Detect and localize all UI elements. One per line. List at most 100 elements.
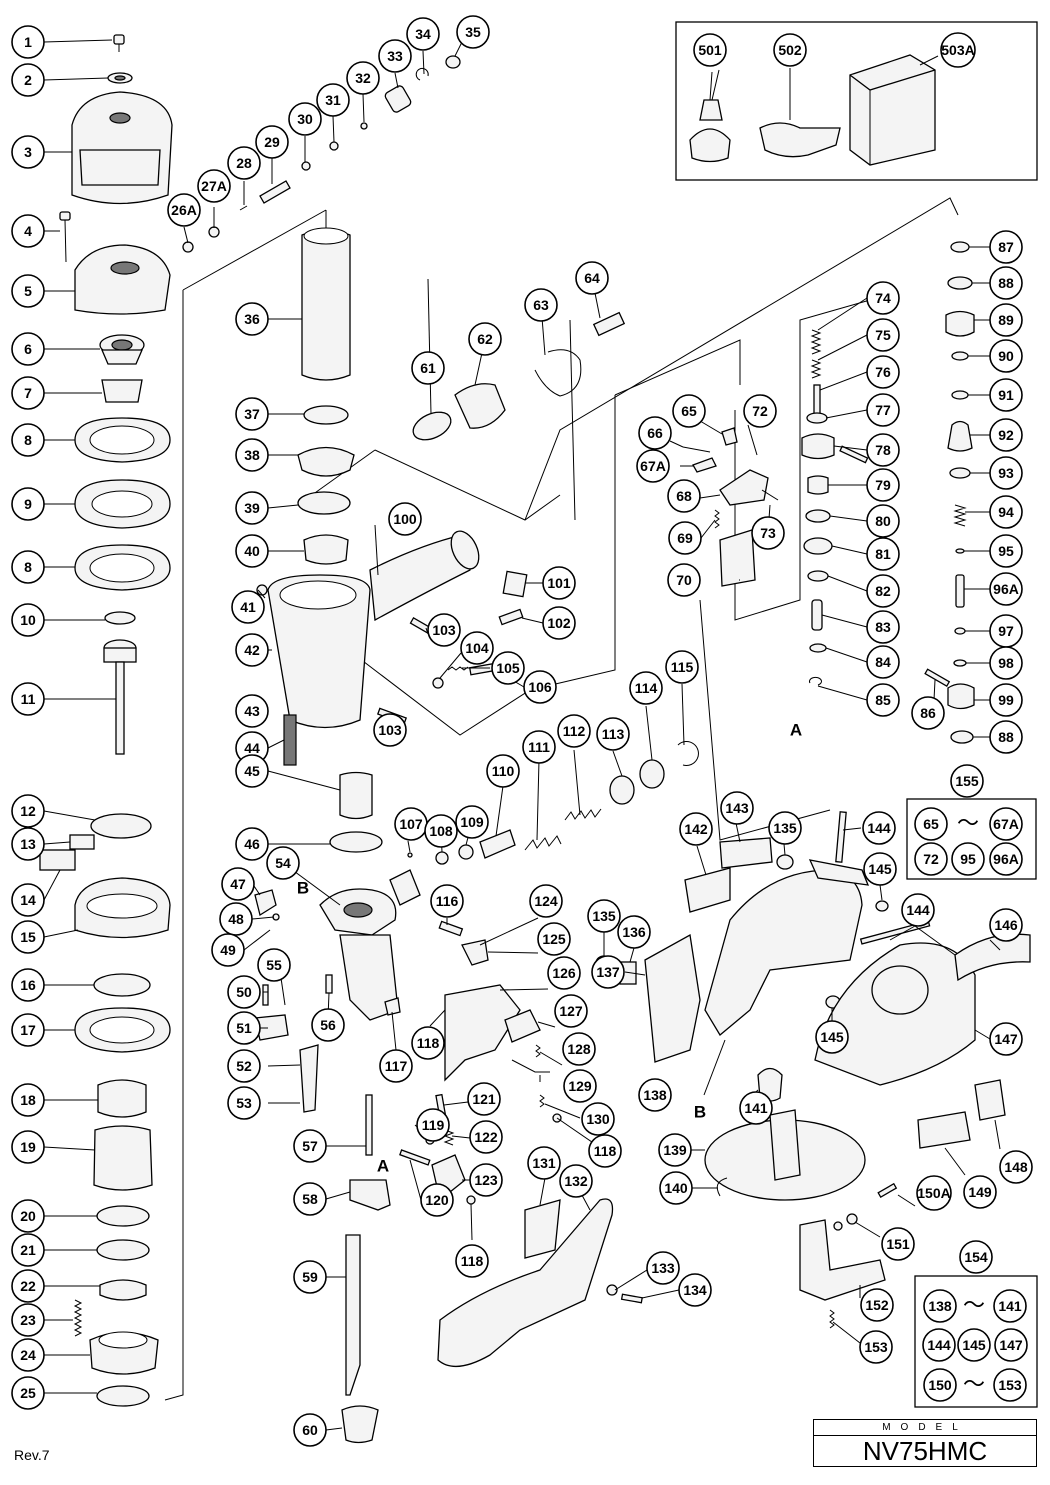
part-callout: 60	[293, 1413, 327, 1447]
part-callout: 115	[665, 650, 699, 684]
part-callout-number: 38	[244, 447, 260, 463]
svg-text:147: 147	[999, 1337, 1023, 1353]
part-callout: 58	[293, 1182, 327, 1216]
part-callout-number: 89	[998, 312, 1014, 328]
part-callout-number: 131	[532, 1155, 556, 1171]
part-callout-number: 88	[998, 729, 1014, 745]
part-callout-number: 53	[236, 1095, 252, 1111]
part-callout: 43	[235, 694, 269, 728]
part-callout: 111	[522, 730, 556, 764]
part-callout-number: 137	[596, 964, 620, 980]
part-callout: 114	[629, 671, 663, 705]
part-callout-number: 91	[998, 387, 1014, 403]
part-callout-number: 87	[998, 239, 1014, 255]
part-callout: 87	[989, 230, 1023, 264]
part-callout: 106	[523, 670, 557, 704]
part-callout-number: 92	[998, 427, 1014, 443]
part-callout-number: 123	[474, 1172, 498, 1188]
part-callout: 79	[866, 468, 900, 502]
part-callout: 53	[227, 1086, 261, 1120]
part-callout: 16	[11, 968, 45, 1002]
part-callout: 3	[11, 135, 45, 169]
part-callout: 94	[989, 495, 1023, 529]
part-callout-number: 81	[875, 546, 891, 562]
part-callout: 51	[227, 1011, 261, 1045]
part-callout: 86	[911, 696, 945, 730]
group-154-box	[914, 1275, 1038, 1408]
part-callout: 502	[773, 33, 807, 67]
part-callout-number: 10	[20, 612, 36, 628]
part-callout-number: 100	[393, 511, 417, 527]
part-callout: 23	[11, 1303, 45, 1337]
part-callout-number: 119	[422, 1117, 445, 1133]
part-callout: 84	[866, 645, 900, 679]
part-callout-number: 142	[684, 821, 708, 837]
part-callout: 66	[638, 416, 672, 450]
part-callout: 29	[255, 125, 289, 159]
part-callout: 20	[11, 1199, 45, 1233]
part-callout: 14	[11, 883, 45, 917]
part-callout: 28	[227, 146, 261, 180]
part-callout: 95	[989, 534, 1023, 568]
part-callout: 135	[768, 811, 802, 845]
part-callout: 150A	[916, 1175, 952, 1211]
part-callout: 121	[467, 1082, 501, 1116]
part-callout: 109	[455, 805, 489, 839]
part-callout: 26A	[167, 193, 201, 227]
part-callout-number: 145	[820, 1029, 844, 1045]
part-callout: 132	[559, 1164, 593, 1198]
part-callout-number: 3	[24, 144, 32, 160]
part-callout-number: 74	[875, 290, 891, 306]
part-callout: 136	[617, 915, 651, 949]
part-callout: 74	[866, 281, 900, 315]
part-callout: 147	[989, 1022, 1023, 1056]
part-callout: 61	[411, 351, 445, 385]
part-callout-number: 5	[24, 283, 32, 299]
part-callout: 85	[866, 683, 900, 717]
part-callout: 73	[751, 516, 785, 550]
part-callout: 90	[989, 339, 1023, 373]
part-callout-number: 503A	[941, 42, 974, 58]
svg-text:138: 138	[928, 1298, 952, 1314]
part-callout-number: 52	[236, 1058, 252, 1074]
part-callout: 75	[866, 318, 900, 352]
part-callout-number: 17	[20, 1022, 36, 1038]
part-callout-number: 31	[325, 92, 341, 108]
part-callout-number: 63	[533, 297, 549, 313]
part-callout: 91	[989, 378, 1023, 412]
part-callout: 119	[416, 1108, 450, 1142]
part-callout-number: 29	[264, 134, 280, 150]
part-callout-number: 118	[417, 1035, 440, 1051]
part-callout: 103	[427, 613, 461, 647]
part-callout-number: 33	[387, 48, 403, 64]
part-callout: 153	[859, 1330, 893, 1364]
part-callout: 128	[562, 1032, 596, 1066]
part-callout-number: 43	[244, 703, 260, 719]
part-callout: 41	[231, 590, 265, 624]
part-callout-number: 85	[875, 692, 891, 708]
reference-letter: B	[297, 879, 309, 898]
part-callout: 118	[455, 1244, 489, 1278]
part-callout: 107	[394, 807, 428, 841]
part-callout: 47	[221, 867, 255, 901]
revision-label: Rev.7	[14, 1447, 50, 1463]
part-callout: 113	[596, 717, 630, 751]
part-callout-number: 8	[24, 559, 32, 575]
part-callout: 105	[491, 651, 525, 685]
part-callout-number: 134	[683, 1282, 707, 1298]
part-callout-number: 114	[635, 680, 658, 696]
part-callout: 70	[667, 563, 701, 597]
part-callout: 1	[11, 25, 45, 59]
part-callout-number: 14	[20, 892, 36, 908]
part-callout-number: 62	[477, 331, 493, 347]
part-callout-number: 93	[998, 465, 1014, 481]
part-callout: 56	[311, 1008, 345, 1042]
part-callout: 8	[11, 423, 45, 457]
accessories-box	[675, 21, 1038, 181]
part-callout: 129	[563, 1069, 597, 1103]
part-callout: 98	[989, 646, 1023, 680]
part-callout-number: 40	[244, 543, 260, 559]
part-callout: 137	[591, 955, 625, 989]
part-callout: 36	[235, 302, 269, 336]
